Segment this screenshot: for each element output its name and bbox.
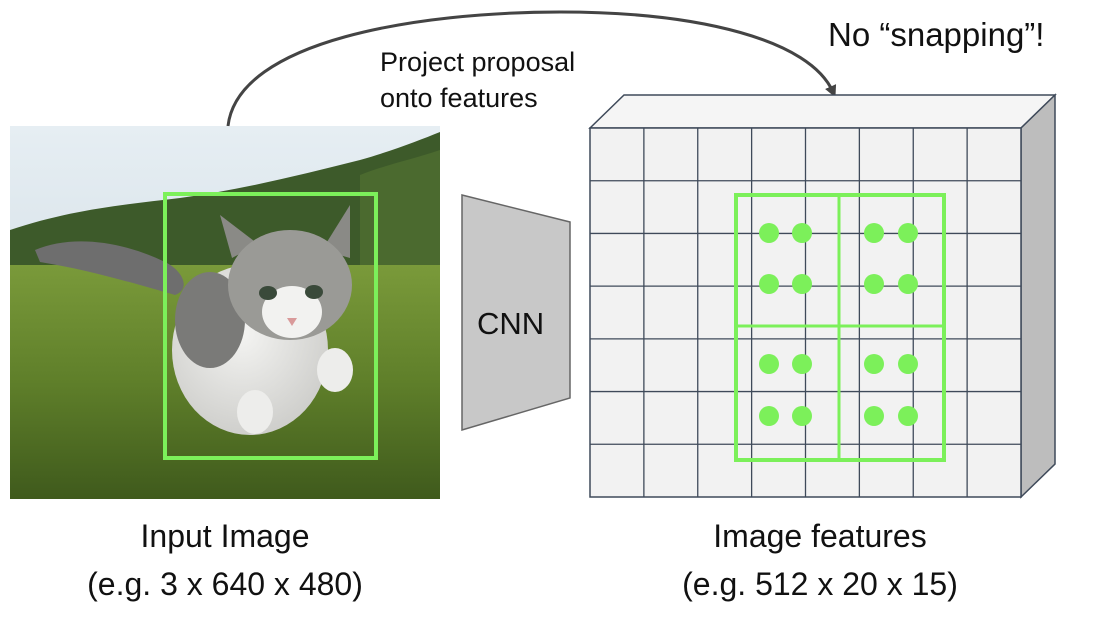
sampling-point <box>898 406 918 426</box>
sampling-point <box>759 406 779 426</box>
input-proposal-box <box>163 192 378 460</box>
projection-arrow <box>226 10 837 127</box>
arrow-label: Project proposal onto features <box>380 44 575 116</box>
features-caption-title: Image features <box>713 518 927 554</box>
input-caption-title: Input Image <box>140 518 310 554</box>
sampling-point <box>759 354 779 374</box>
arrow-label-line-2: onto features <box>380 83 538 113</box>
cnn-block <box>461 194 571 432</box>
kitten-nose <box>287 318 297 326</box>
features-side-face <box>1020 93 1056 499</box>
sampling-point <box>864 274 884 294</box>
kitten-paw-left <box>237 390 273 434</box>
kitten-eye-left <box>259 286 277 300</box>
sampling-point <box>792 406 812 426</box>
sampling-point <box>864 406 884 426</box>
kitten-tail <box>35 241 184 295</box>
features-top-face <box>588 94 1057 129</box>
arrow-label-line-1: Project proposal <box>380 47 576 77</box>
sampling-point <box>898 223 918 243</box>
sampling-point <box>864 354 884 374</box>
input-image <box>10 126 440 499</box>
sampling-point <box>759 274 779 294</box>
no-snapping-note: No “snapping”! <box>828 16 1045 53</box>
sampling-point <box>759 223 779 243</box>
kitten-eye-right <box>305 285 323 299</box>
sampling-point <box>898 274 918 294</box>
cnn-label: CNN <box>477 306 545 341</box>
input-caption-dims: (e.g. 3 x 640 x 480) <box>87 566 363 602</box>
sampling-point <box>792 223 812 243</box>
input-caption: Input Image (e.g. 3 x 640 x 480) <box>45 512 405 608</box>
sampling-point <box>864 223 884 243</box>
features-caption-dims: (e.g. 512 x 20 x 15) <box>682 566 958 602</box>
sampling-point <box>792 274 812 294</box>
kitten-paw-right <box>317 348 353 392</box>
sampling-points <box>759 223 918 426</box>
sampling-point <box>792 354 812 374</box>
features-caption: Image features (e.g. 512 x 20 x 15) <box>640 512 1000 608</box>
feature-proposal <box>734 193 946 462</box>
sampling-point <box>898 354 918 374</box>
